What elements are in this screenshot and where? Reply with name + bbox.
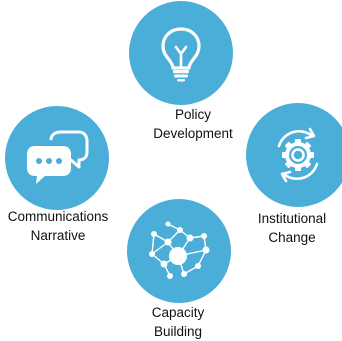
label-line: Development (153, 126, 233, 141)
label-line: Communications (7, 209, 109, 224)
capacity-building-label: Capacity Building (113, 303, 243, 341)
label-line: Institutional (257, 211, 327, 226)
label-line: Change (268, 230, 316, 245)
label-line: Building (153, 324, 203, 339)
label-line: Capacity (151, 305, 205, 320)
communications-narrative-node (5, 106, 109, 210)
lightbulb-icon (161, 27, 201, 82)
institutional-change-node (246, 103, 342, 207)
institutional-change-label: Institutional Change (240, 209, 342, 247)
chat-bubbles-icon (27, 130, 89, 184)
label-line: Narrative (30, 228, 86, 243)
network-icon (149, 221, 210, 279)
policy-development-node (129, 1, 233, 105)
label-line: Policy (174, 107, 211, 122)
policy-development-label: Policy Development (128, 105, 258, 143)
communications-narrative-label: Communications Narrative (0, 207, 123, 245)
capacity-building-node (127, 199, 231, 303)
gear-cycle-icon (277, 127, 319, 183)
